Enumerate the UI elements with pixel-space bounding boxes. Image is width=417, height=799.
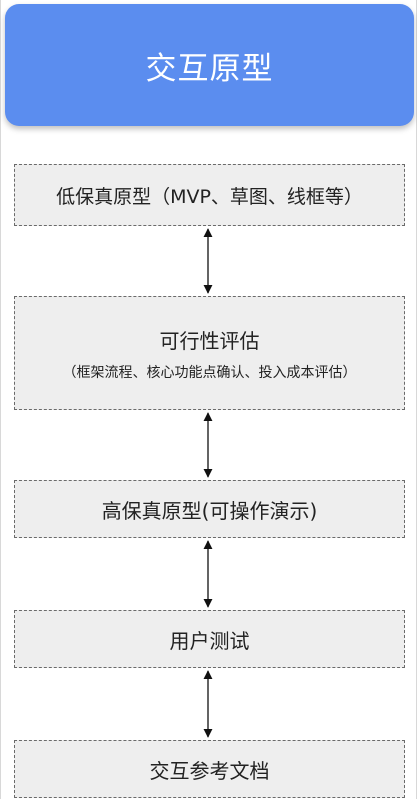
step-label: 低保真原型（MVP、草图、线框等）	[56, 185, 363, 208]
step-label: 高保真原型(可操作演示)	[101, 498, 318, 523]
step-interaction-reference-doc: 交互参考文档	[14, 740, 405, 798]
step-label: 可行性评估	[159, 328, 260, 353]
header-banner: 交互原型	[5, 4, 414, 126]
step-high-fidelity-prototype: 高保真原型(可操作演示)	[14, 480, 405, 538]
step-user-testing: 用户测试	[14, 610, 405, 668]
step-label: 用户测试	[169, 628, 250, 653]
step-sublabel: （框架流程、核心功能点确认、投入成本评估）	[62, 364, 357, 381]
step-low-fidelity-prototype: 低保真原型（MVP、草图、线框等）	[14, 164, 405, 226]
step-label: 交互参考文档	[149, 758, 270, 783]
diagram-title: 交互原型	[145, 50, 274, 87]
step-feasibility-assessment: 可行性评估 （框架流程、核心功能点确认、投入成本评估）	[14, 296, 405, 410]
